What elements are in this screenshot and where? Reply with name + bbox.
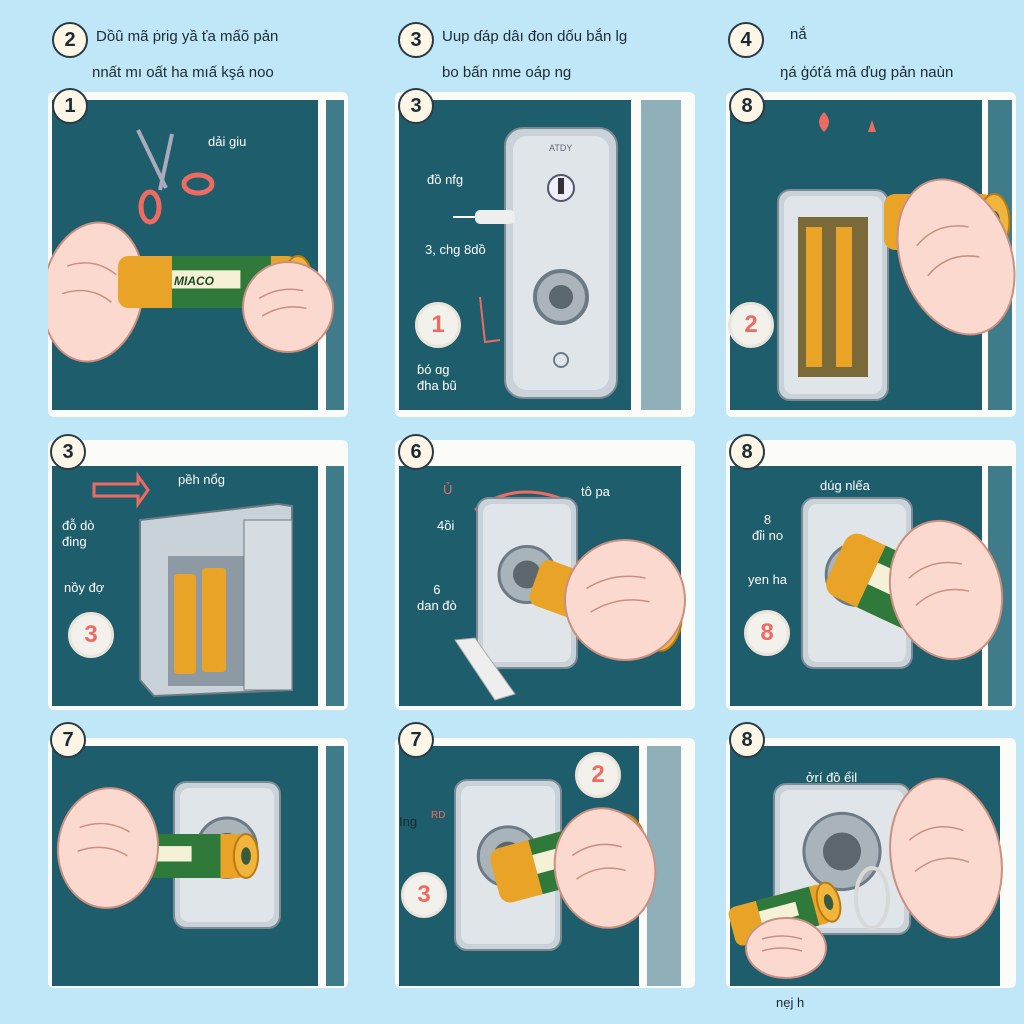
- step-illustration: [726, 92, 1016, 417]
- step-panel-1: dải giu MIACO: [48, 92, 348, 417]
- step-illustration: [48, 440, 348, 710]
- step-label: 4ồi: [437, 518, 455, 533]
- step-number-circle: 2: [728, 302, 774, 348]
- battery-compartment-icon: [139, 502, 293, 698]
- step-badge: 8: [729, 88, 765, 124]
- step-label: pềh nổg: [178, 472, 225, 487]
- step-label: 8 đỉi no: [752, 512, 784, 543]
- step-badge: 6: [398, 434, 434, 470]
- header-step-badge: 4: [728, 22, 764, 58]
- scissors-icon: [136, 129, 215, 225]
- step-panel-7: [48, 738, 348, 988]
- step-label: ởrí đồ ểil: [806, 770, 858, 785]
- step-label: đồ nfg: [427, 172, 464, 187]
- step-panel-3: 2: [726, 92, 1016, 417]
- header-step-badge: 3: [398, 22, 434, 58]
- header-step-text: Dồû mã ṗrig yầ ťa mấõ pản: [96, 28, 279, 45]
- header-step-text: ŋá ģóťá mâ ďug pản naùn: [780, 64, 954, 81]
- step-illustration: [395, 92, 695, 417]
- step-panel-4: pềh nổg đỗ dò đing nồy đợ 3: [48, 440, 348, 710]
- battery-brand-label: MIACO: [174, 274, 214, 288]
- lock-brand-label: ATDY: [549, 143, 573, 153]
- hand-icon: [745, 917, 827, 979]
- step-illustration: [395, 738, 695, 988]
- step-badge: 3: [398, 88, 434, 124]
- hand-icon: [242, 261, 334, 353]
- step-illustration: [48, 738, 348, 988]
- step-label: 3, chg 8dồ: [425, 242, 486, 257]
- step-label: yen ha: [748, 572, 788, 587]
- hand-icon: [553, 807, 657, 929]
- step-label: Ing: [399, 814, 418, 829]
- step-label: dúg nlếa: [820, 478, 870, 493]
- header-step-badge: 2: [52, 22, 88, 58]
- step-panel-5: tô pa Ủ 4ồi 6 dan đò: [395, 440, 695, 710]
- hand-icon: [888, 519, 1004, 661]
- step-illustration: [726, 738, 1016, 988]
- hand-icon: [56, 787, 160, 909]
- step-label: 6 dan đò: [417, 582, 457, 613]
- step-badge: 7: [50, 722, 86, 758]
- hand-icon: [889, 777, 1003, 939]
- step-number-circle: 2: [575, 752, 621, 798]
- step-panel-2: ATDY đồ nfg 3, chg 8dồ ɓó ɑg đha bũ 1: [395, 92, 695, 417]
- step-label: ɓó ɑg đha bũ: [417, 362, 457, 393]
- header-step-text: nắ: [790, 26, 807, 43]
- step-illustration: [726, 440, 1016, 710]
- hand-icon: [896, 178, 1016, 336]
- step-label: đỗ dò đing: [62, 518, 95, 549]
- smart-lock-icon: [504, 127, 618, 399]
- lock-plate-icon: [773, 783, 911, 935]
- step-label: tô pa: [581, 484, 610, 499]
- lock-plate-icon: [476, 497, 578, 669]
- step-number-circle: 3: [68, 612, 114, 658]
- step-label: nẹj h: [776, 995, 805, 1010]
- step-number-circle: 8: [744, 610, 790, 656]
- header-step-text: bo bấn nme oáp ng: [442, 64, 572, 81]
- step-badge: 8: [729, 722, 765, 758]
- step-badge: 8: [729, 434, 765, 470]
- step-panel-6: dúg nlếa 8 đỉi no yen ha 8: [726, 440, 1016, 710]
- step-label: Ủ: [443, 482, 453, 497]
- header-step-text: nnất mı oất ha mıấ kşá noo: [92, 64, 274, 81]
- step-number-circle: 1: [415, 302, 461, 348]
- step-label: nồy đợ: [64, 580, 105, 595]
- step-badge: 3: [50, 434, 86, 470]
- step-badge: 7: [398, 722, 434, 758]
- step-illustration: [48, 92, 348, 417]
- step-label: dải giu: [208, 134, 247, 149]
- header-step-text: Uup ɗáp dâı đon dốu bắn lg: [442, 28, 628, 45]
- hand-icon: [564, 539, 686, 661]
- step-panel-8: Ing RD 3 2: [395, 738, 695, 988]
- step-illustration: [395, 440, 695, 710]
- step-badge: 1: [52, 88, 88, 124]
- step-label: RD: [431, 810, 446, 821]
- step-number-circle: 3: [401, 872, 447, 918]
- step-panel-9: ởrí đồ ểil: [726, 738, 1016, 988]
